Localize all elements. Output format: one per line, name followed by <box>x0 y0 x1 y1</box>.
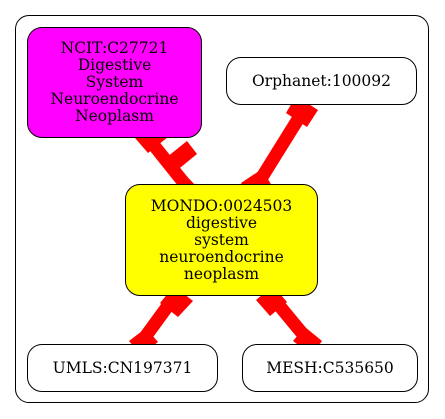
node-umls-cn197371[interactable]: UMLS:CN197371 <box>27 344 218 392</box>
node-ncit-c27721[interactable]: NCIT:C27721 Digestive System Neuroendocr… <box>27 27 202 138</box>
node-mesh-c535650[interactable]: MESH:C535650 <box>242 344 418 392</box>
node-mondo-0024503[interactable]: MONDO:0024503 digestive system neuroendo… <box>125 184 318 296</box>
node-orphanet-100092[interactable]: Orphanet:100092 <box>226 57 417 105</box>
cluster-frame <box>15 15 429 403</box>
